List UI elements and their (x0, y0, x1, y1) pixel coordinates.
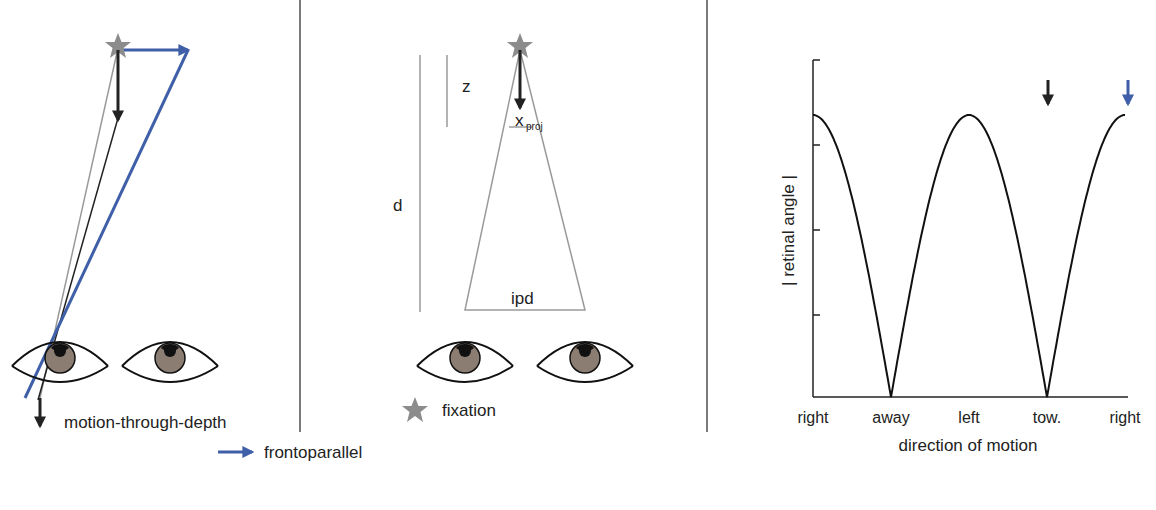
divider (706, 0, 707, 432)
tick-label: direction of motion (899, 437, 1038, 454)
legend-text: fixation (442, 402, 496, 419)
dimension-label: d (393, 197, 402, 214)
dimension-label: x (515, 112, 524, 129)
legend-text: motion-through-depth (64, 414, 227, 431)
middle-panel (417, 33, 633, 382)
dimension-label: z (462, 78, 471, 95)
dimension-label: proj (526, 122, 543, 132)
tick-label: right (1109, 410, 1140, 426)
chart (813, 60, 1128, 397)
left-panel (12, 33, 218, 400)
curve (813, 115, 1125, 397)
tick-label: left (958, 410, 979, 426)
divider (299, 0, 300, 432)
legend-symbols (40, 397, 428, 452)
dimension-label: | retinal angle | (780, 175, 797, 286)
tick-label: right (797, 410, 828, 426)
tick-label: away (872, 410, 909, 426)
tick-label: tow. (1033, 410, 1061, 426)
legend-text: frontoparallel (264, 444, 362, 461)
dimension-label: ipd (511, 290, 534, 307)
